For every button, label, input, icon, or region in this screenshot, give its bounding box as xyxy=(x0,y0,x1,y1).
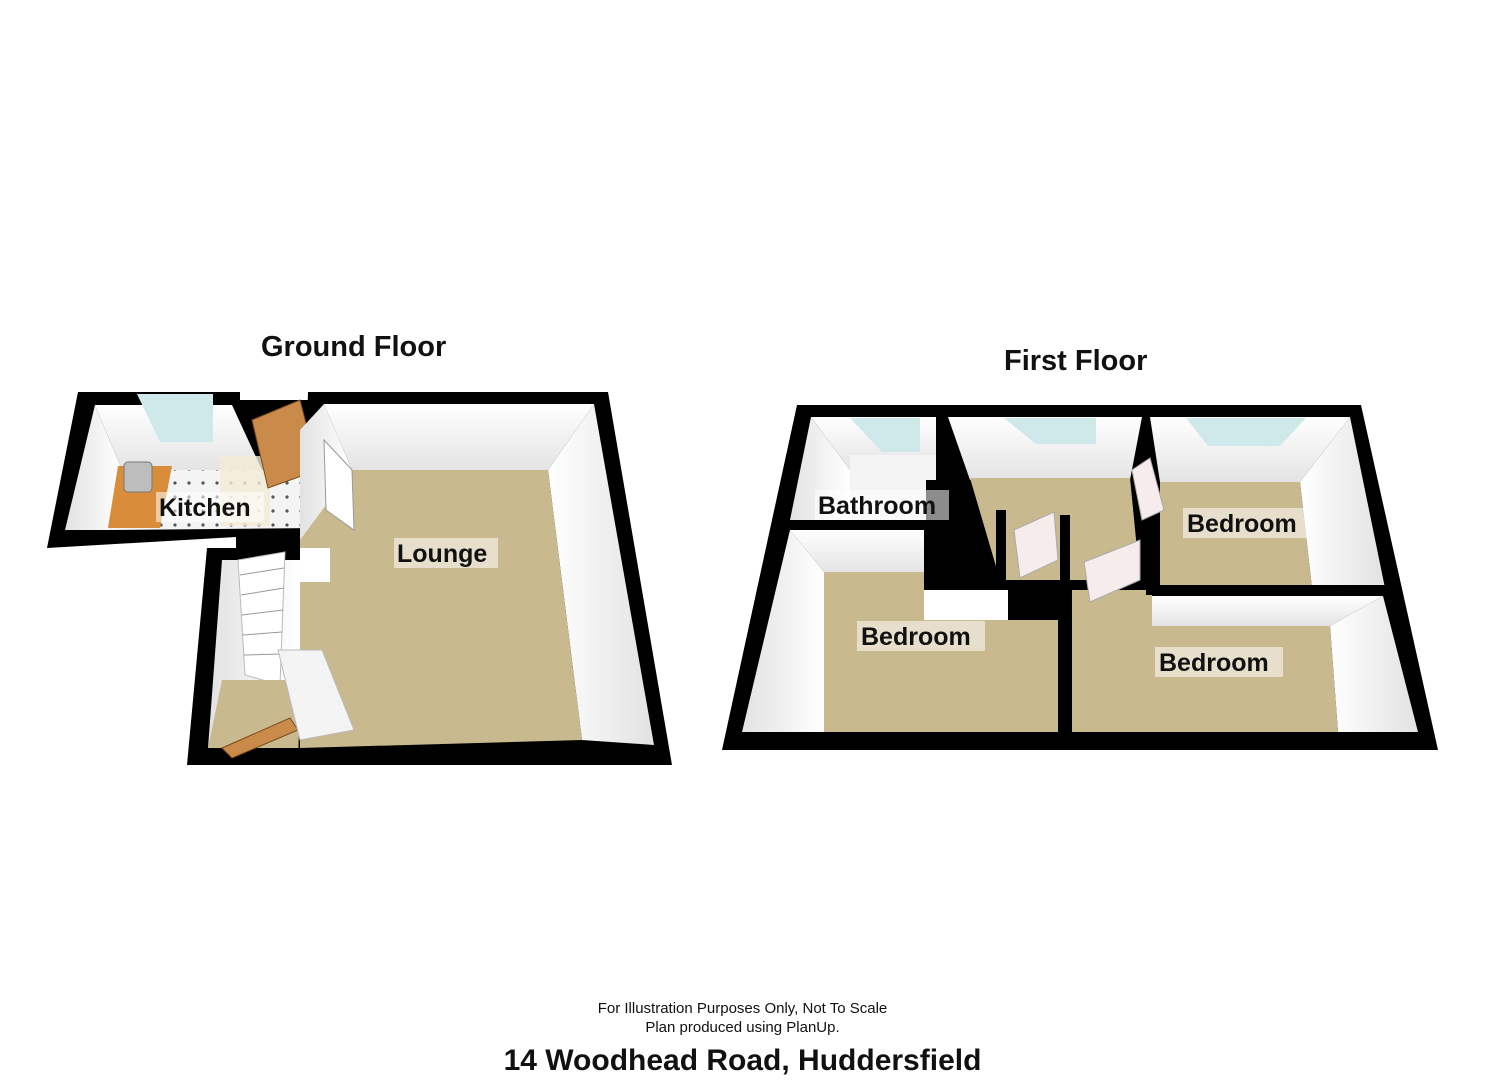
lounge-back-wall xyxy=(324,404,594,470)
room-label-bedroom-bottom-right: Bedroom xyxy=(1159,649,1269,677)
partition-mid xyxy=(1060,515,1070,735)
landing-door-1 xyxy=(1013,511,1059,579)
staircase xyxy=(237,551,286,686)
first-floor-title: First Floor xyxy=(1004,345,1148,377)
lounge-right-wall xyxy=(548,404,654,745)
bedroom-top-right-right-wall xyxy=(1300,417,1385,588)
kitchen-sink xyxy=(123,461,153,493)
room-label-kitchen: Kitchen xyxy=(159,494,251,522)
credit-text: Plan produced using PlanUp. xyxy=(645,1019,840,1036)
bedroom-left-back-wall xyxy=(790,530,924,572)
bedroom-top-right-window xyxy=(1186,418,1306,446)
property-address: 14 Woodhead Road, Huddersfield xyxy=(503,1044,982,1077)
lounge-floor xyxy=(300,470,582,748)
partition-right-horizontal xyxy=(1146,585,1388,595)
room-label-bedroom-left: Bedroom xyxy=(861,623,971,651)
first-floor-plan xyxy=(722,405,1438,750)
landing-door-2 xyxy=(1083,539,1141,603)
room-label-bedroom-top-right: Bedroom xyxy=(1187,510,1297,538)
kitchen-window xyxy=(137,394,213,442)
kitchen-left-wall xyxy=(65,405,122,530)
partition-landing-left xyxy=(926,480,936,590)
ground-floor-plan xyxy=(47,392,672,765)
partition-right xyxy=(1146,480,1156,590)
room-label-lounge: Lounge xyxy=(397,540,487,568)
landing-window xyxy=(1004,418,1096,444)
bathroom-window xyxy=(850,418,920,452)
disclaimer-text: For Illustration Purposes Only, Not To S… xyxy=(597,1000,888,1017)
bedroom-right-right-wall xyxy=(1330,596,1418,732)
bedroom-left-left-wall xyxy=(742,530,824,732)
partition-bath xyxy=(786,520,936,530)
bedroom-right-back-wall xyxy=(1152,596,1383,626)
lounge-door xyxy=(323,438,355,531)
room-label-bathroom: Bathroom xyxy=(818,492,936,520)
landing-door-3 xyxy=(1131,457,1165,521)
room-labels: Kitchen Lounge Bathroom Bedroom Bedroom … xyxy=(156,490,1309,677)
ground-floor-title: Ground Floor xyxy=(261,331,447,363)
